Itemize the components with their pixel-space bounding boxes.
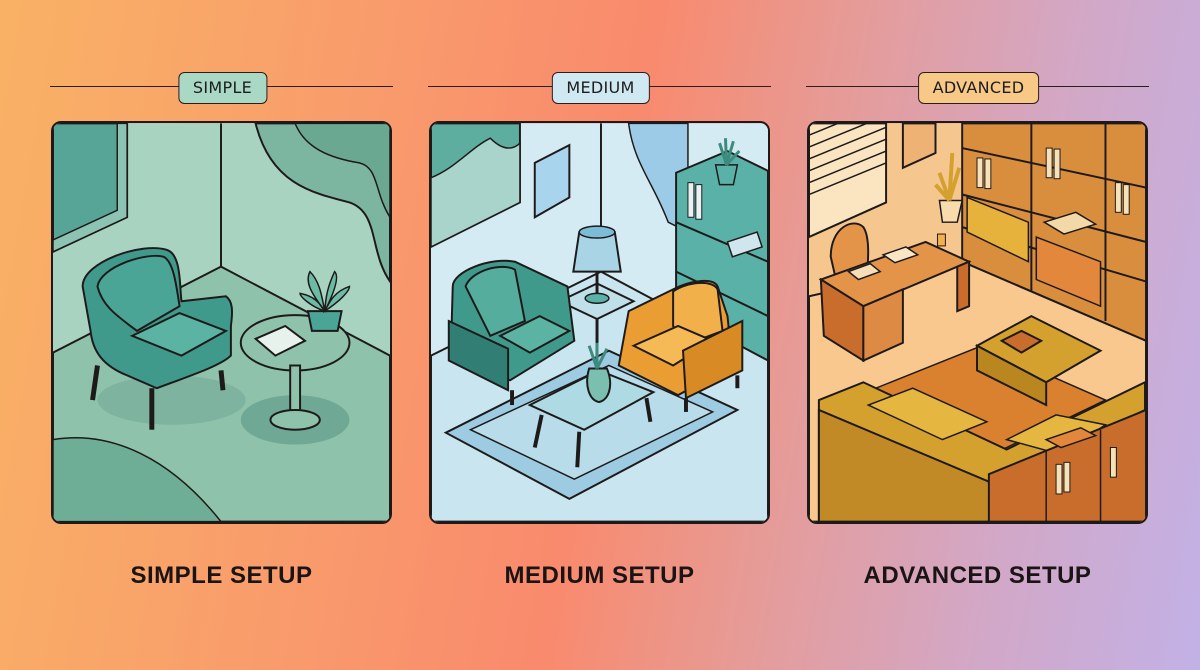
medium-column: MEDIUM xyxy=(428,0,773,670)
advanced-column: ADVANCED xyxy=(806,0,1151,670)
advanced-room-image xyxy=(809,123,1146,522)
medium-tag: MEDIUM xyxy=(551,72,650,104)
simple-setup-illustration xyxy=(51,121,392,524)
medium-room-image xyxy=(431,123,768,522)
medium-setup-title: MEDIUM SETUP xyxy=(504,562,695,589)
advanced-tag: ADVANCED xyxy=(917,72,1040,104)
simple-tag: SIMPLE xyxy=(177,72,268,104)
medium-setup-illustration xyxy=(429,121,770,524)
simple-setup-title: SIMPLE SETUP xyxy=(130,562,313,589)
simple-room-image xyxy=(53,123,390,522)
simple-column: SIMPLE xyxy=(50,0,395,670)
advanced-setup-title: ADVANCED SETUP xyxy=(863,562,1092,589)
advanced-setup-illustration xyxy=(807,121,1148,524)
